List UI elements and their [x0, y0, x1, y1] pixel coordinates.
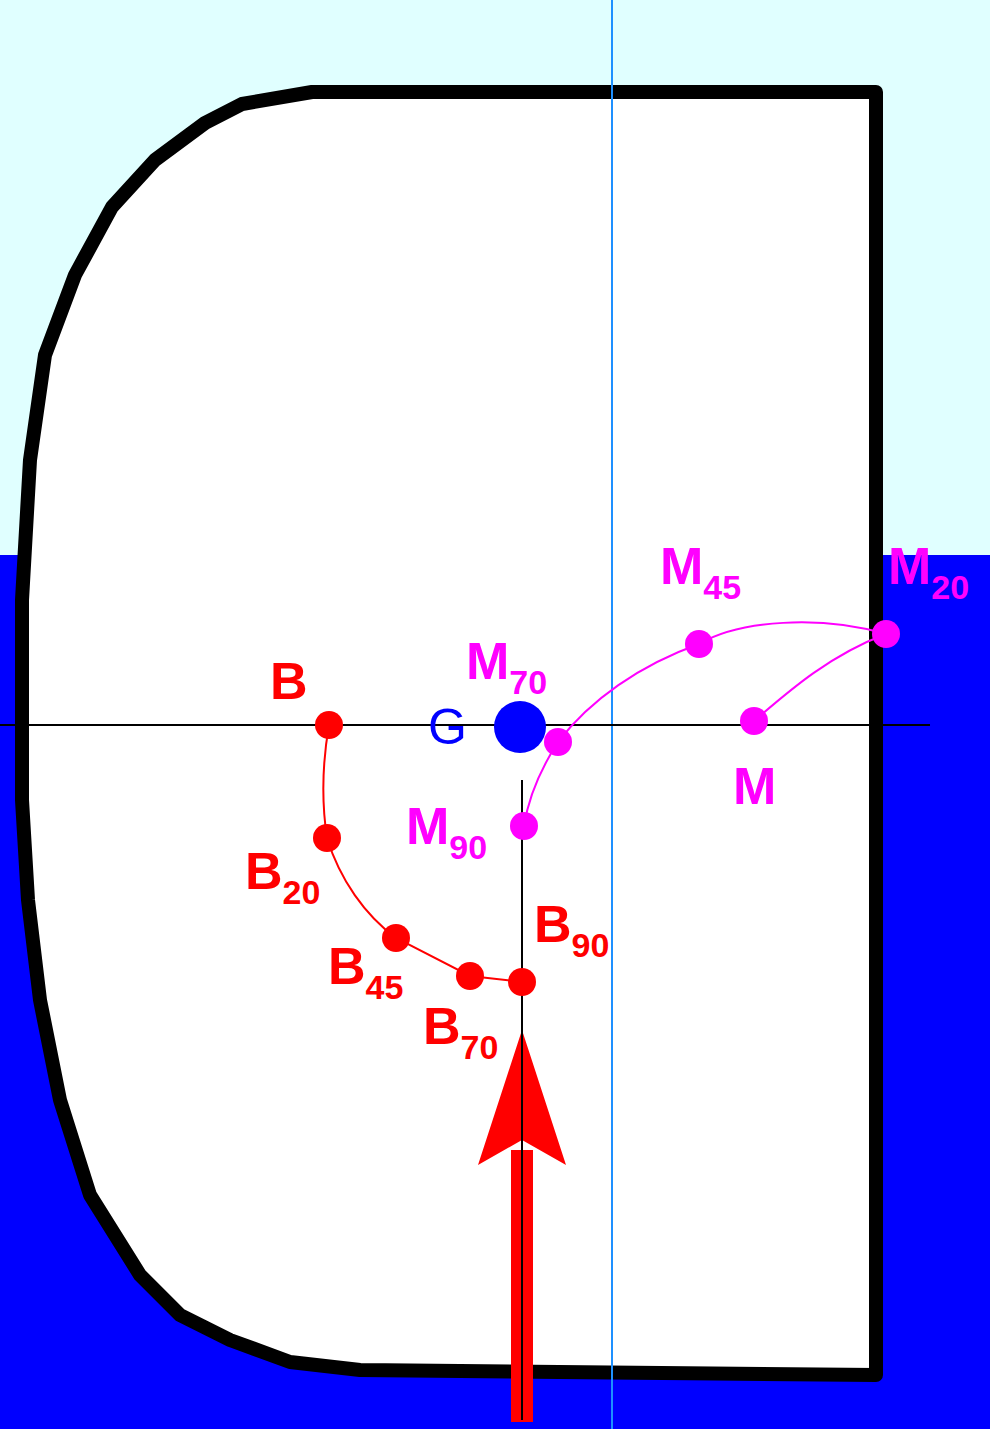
subscript: 90 — [572, 926, 610, 964]
subscript: 20 — [931, 568, 969, 606]
subscript: 45 — [366, 968, 404, 1006]
point-label: B45 — [328, 940, 403, 992]
buoyancy-line — [521, 780, 523, 1420]
subscript: 20 — [283, 873, 321, 911]
subscript: 45 — [703, 568, 741, 606]
point-label: M90 — [406, 800, 487, 852]
centreline — [611, 0, 613, 1429]
point-label: M — [733, 760, 776, 812]
subscript: 90 — [449, 828, 487, 866]
point-label: M20 — [888, 540, 969, 592]
point-label: M45 — [660, 540, 741, 592]
hull-section — [22, 92, 876, 1375]
subscript: 70 — [461, 1028, 499, 1066]
subscript: 70 — [509, 663, 547, 701]
buoyancy-line — [521, 1030, 523, 1420]
buoyancy-points — [313, 711, 536, 996]
gravity-centre — [494, 701, 546, 753]
point-label: B90 — [534, 898, 609, 950]
point-label: B70 — [423, 1000, 498, 1052]
point-label: B20 — [245, 845, 320, 897]
point-label: G — [428, 702, 467, 752]
point-label: B — [270, 655, 308, 707]
metacentre-curve — [524, 622, 886, 826]
metacentre-points — [510, 620, 900, 840]
point-label: M70 — [466, 635, 547, 687]
